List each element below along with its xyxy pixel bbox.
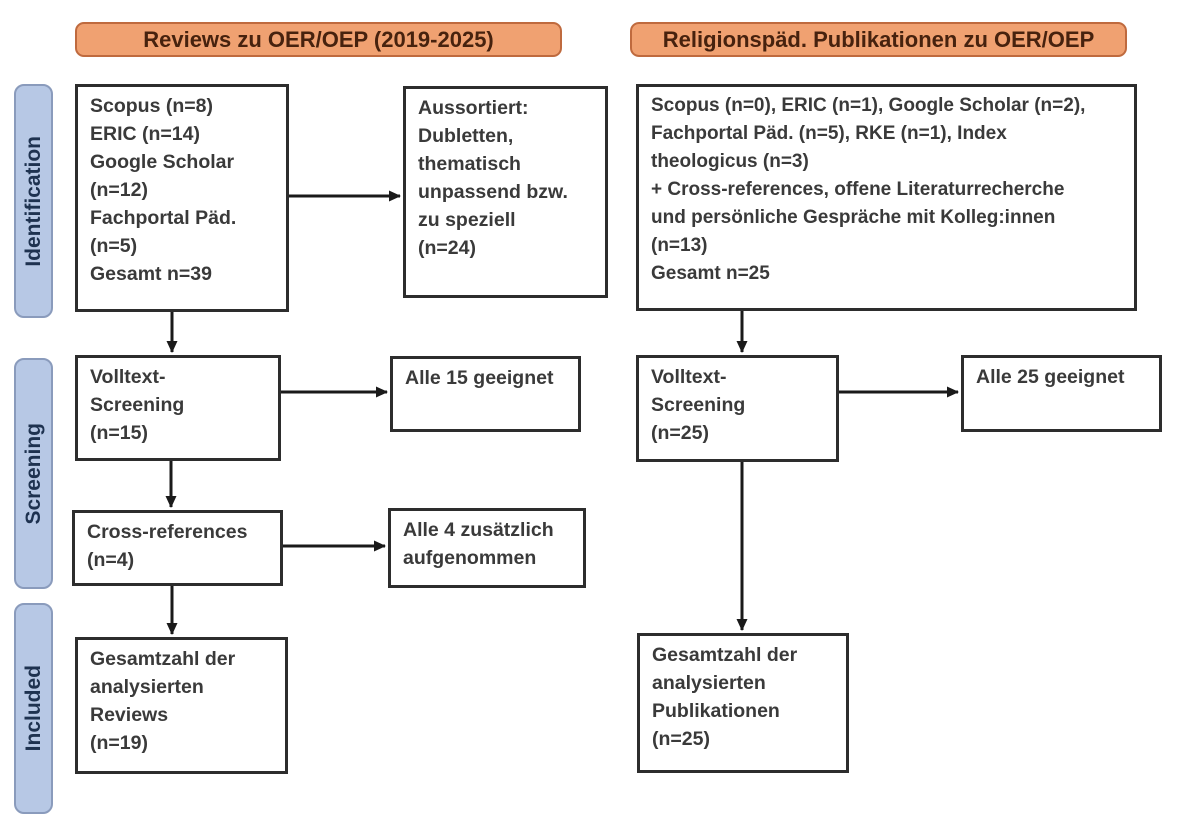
box-total-right: Gesamtzahl der analysierten Publikatione…	[637, 633, 849, 773]
box-eligible-right: Alle 25 geeignet	[961, 355, 1162, 432]
column-header-reviews: Reviews zu OER/OEP (2019-2025)	[75, 22, 562, 57]
box-total-left: Gesamtzahl der analysierten Reviews (n=1…	[75, 637, 288, 774]
stage-label-screening: Screening	[14, 358, 53, 589]
stage-label-included: Included	[14, 603, 53, 814]
stage-label-identification: Identification	[14, 84, 53, 318]
box-excluded-left: Aussortiert: Dubletten, thematisch unpas…	[403, 86, 608, 298]
stage-label-screening-text: Screening	[21, 422, 45, 525]
stage-label-identification-text: Identification	[21, 135, 45, 267]
column-header-religionspaed: Religionspäd. Publikationen zu OER/OEP	[630, 22, 1127, 57]
box-sources-left: Scopus (n=8) ERIC (n=14) Google Scholar …	[75, 84, 289, 312]
box-sources-right: Scopus (n=0), ERIC (n=1), Google Scholar…	[636, 84, 1137, 311]
box-fulltext-screening-right: Volltext- Screening (n=25)	[636, 355, 839, 462]
box-eligible-left: Alle 15 geeignet	[390, 356, 581, 432]
box-added-left: Alle 4 zusätzlich aufgenommen	[388, 508, 586, 588]
box-crossreferences-left: Cross-references (n=4)	[72, 510, 283, 586]
box-fulltext-screening-left: Volltext- Screening (n=15)	[75, 355, 281, 461]
stage-label-included-text: Included	[21, 665, 45, 752]
